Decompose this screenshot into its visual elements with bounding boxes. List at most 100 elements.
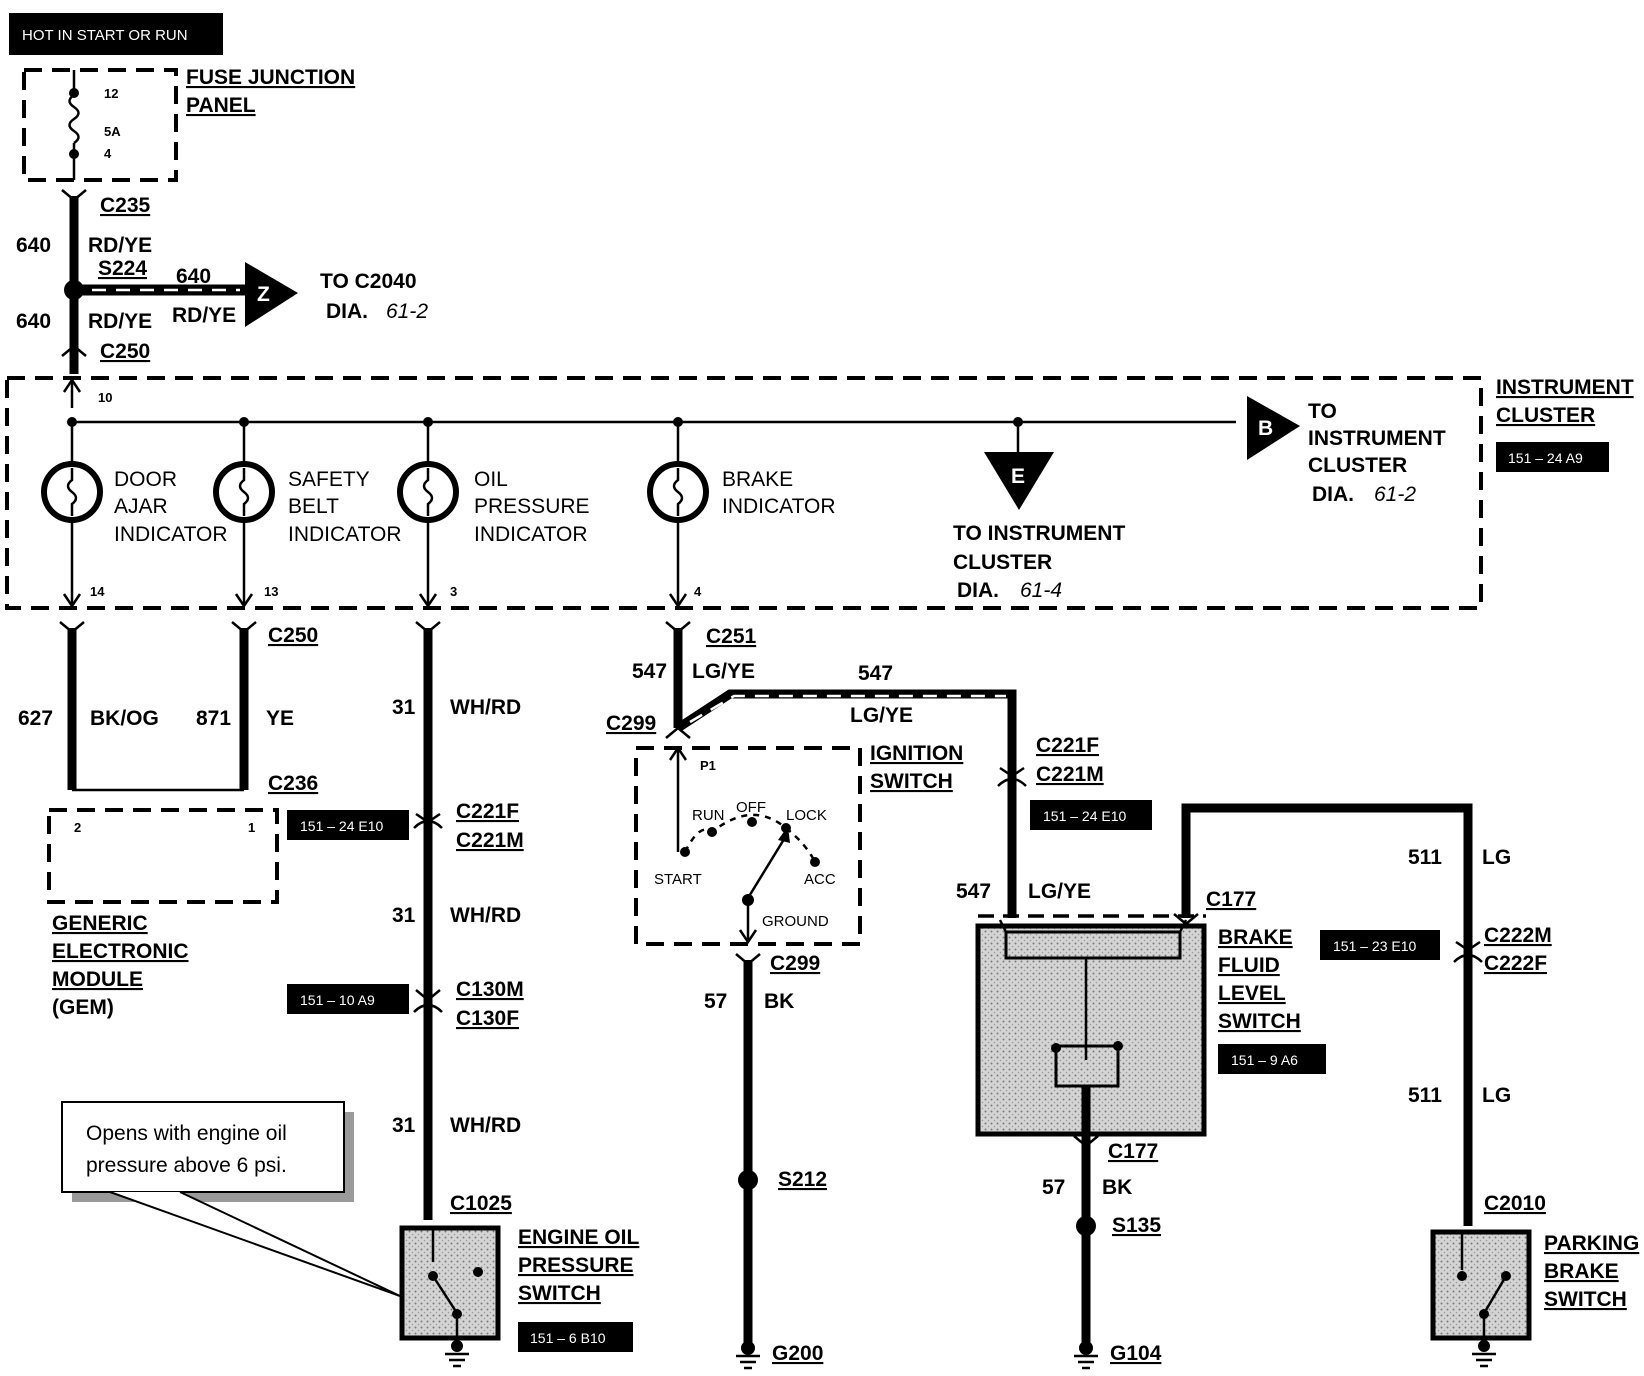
parking-circuit-511-a: 511 bbox=[1408, 846, 1442, 869]
gem-circuits: C250 627 BK/OG 871 YE C236 bbox=[18, 621, 318, 795]
oil-switch-title-3: SWITCH bbox=[518, 1282, 601, 1305]
parking-title-1: PARKING bbox=[1544, 1232, 1639, 1255]
arrow-b-label: B bbox=[1258, 417, 1273, 440]
gem-title-2: ELECTRONIC bbox=[52, 940, 189, 963]
cluster-title-2: CLUSTER bbox=[1496, 404, 1595, 427]
fluid-circuit-57: 57 bbox=[1042, 1176, 1065, 1199]
gem-title-1: GENERIC bbox=[52, 912, 148, 935]
door-ajar-l3: INDICATOR bbox=[114, 523, 228, 546]
safety-belt-l2: BELT bbox=[288, 495, 339, 518]
oil-switch-title-1: ENGINE OIL bbox=[518, 1226, 640, 1249]
ground-icon-oil bbox=[445, 1340, 469, 1368]
brake-fluid-ground-circuit: C177 57 BK S135 G104 bbox=[1042, 1135, 1162, 1370]
oil-pressure-lamp-icon bbox=[397, 461, 459, 523]
circuit-640-upper: 640 bbox=[16, 234, 51, 257]
to-b-dia: DIA. bbox=[1312, 483, 1354, 506]
oil-circuit-31-c: 31 bbox=[392, 1114, 416, 1137]
connector-c221m-brake: C221M bbox=[1036, 763, 1104, 786]
color-rdye-lower: RD/YE bbox=[88, 310, 152, 333]
parking-color-lg-a: LG bbox=[1482, 846, 1511, 869]
to-e-line1: TO INSTRUMENT bbox=[953, 522, 1125, 545]
brake-fluid-title-1: BRAKE bbox=[1218, 926, 1293, 949]
brake-indicator-circuit: C251 547 LG/YE C299 547 LG/YE bbox=[606, 621, 1017, 790]
callout-note: Opens with engine oil pressure above 6 p… bbox=[61, 1101, 401, 1297]
safety-belt-l1: SAFETY bbox=[288, 468, 370, 491]
ignition-acc: ACC bbox=[804, 871, 836, 888]
connector-c222m: C222M bbox=[1484, 924, 1552, 947]
connector-c221f-brake: C221F bbox=[1036, 734, 1099, 757]
door-ajar-lamp-icon bbox=[41, 461, 103, 523]
ignition-title-1: IGNITION bbox=[870, 742, 963, 765]
fuse-junction-panel: 12 5A 4 FUSE JUNCTION PANEL bbox=[22, 66, 355, 182]
fuse-rating: 5A bbox=[104, 124, 121, 139]
oil-switch-title-2: PRESSURE bbox=[518, 1254, 634, 1277]
connector-c221f-oil: C221F bbox=[456, 800, 519, 823]
ground-icon-parking bbox=[1472, 1340, 1496, 1368]
parking-circuit-511-b: 511 bbox=[1408, 1084, 1442, 1107]
gem-pin-1: 1 bbox=[248, 820, 255, 835]
brake-fluid-level-switch: C177 BRAKE FLUID LEVEL SWITCH 151 – 9 A6 bbox=[975, 888, 1326, 1160]
splice-s224: S224 bbox=[98, 257, 147, 280]
to-b-line2: INSTRUMENT bbox=[1308, 427, 1446, 450]
connector-c1025: C1025 bbox=[450, 1192, 512, 1215]
fuse-pin-top: 12 bbox=[104, 86, 118, 101]
oil-pressure-l2: PRESSURE bbox=[474, 495, 590, 518]
branch-circuit-640: 640 bbox=[176, 265, 211, 288]
safety-belt-lamp-icon bbox=[213, 461, 275, 523]
gem-title-3: MODULE bbox=[52, 968, 143, 991]
parking-brake-switch: PARKING BRAKE SWITCH bbox=[1430, 1229, 1639, 1368]
door-ajar-l1: DOOR bbox=[114, 468, 177, 491]
branch-color-lgye: LG/YE bbox=[850, 704, 913, 727]
oil-ref: 151 – 10 A9 bbox=[300, 992, 375, 1008]
oil-circuit-31-b: 31 bbox=[392, 904, 416, 927]
brake-lower-circuit: 547 bbox=[956, 880, 991, 903]
color-rdye-upper: RD/YE bbox=[88, 234, 152, 257]
brake-feed-ref: 151 – 24 E10 bbox=[1043, 808, 1127, 824]
ignition-lock: LOCK bbox=[786, 807, 827, 824]
brake-fluid-title-4: SWITCH bbox=[1218, 1010, 1301, 1033]
to-e-num: 61-4 bbox=[1020, 579, 1062, 602]
circuit-627: 627 bbox=[18, 707, 53, 730]
connector-c130f: C130F bbox=[456, 1007, 519, 1030]
oil-color-b: WH/RD bbox=[450, 904, 521, 927]
brake-lamp-icon bbox=[647, 461, 709, 523]
connector-c250-gem: C250 bbox=[268, 624, 318, 647]
circuit-871: 871 bbox=[196, 707, 231, 730]
engine-oil-pressure-switch: ENGINE OIL PRESSURE SWITCH 151 – 6 B10 bbox=[399, 1225, 640, 1368]
connector-c235: C235 bbox=[100, 194, 151, 217]
brake-fluid-feed: C221F C221M 151 – 24 E10 547 LG/YE bbox=[956, 734, 1152, 918]
connector-c2010: C2010 bbox=[1484, 1192, 1546, 1215]
oil-circuit: 31 WH/RD C221F C221M 31 WH/RD 151 – 10 A… bbox=[287, 621, 524, 1220]
instrument-cluster: E B INSTRUMENT CLUSTER 151 – 24 A9 TO IN… bbox=[5, 376, 1634, 610]
to-e-line2: CLUSTER bbox=[953, 551, 1052, 574]
top-feed-circuit: C235 640 RD/YE S224 640 RD/YE C250 10 bbox=[16, 189, 152, 405]
ignition-p1: P1 bbox=[700, 758, 716, 773]
brake-circuit-547: 547 bbox=[632, 660, 667, 683]
branch-dia-num: 61-2 bbox=[386, 300, 428, 323]
ground-g104: G104 bbox=[1110, 1342, 1162, 1365]
oil-circuit-31-a: 31 bbox=[392, 696, 416, 719]
brake-color-lgye: LG/YE bbox=[692, 660, 755, 683]
connector-c177-bottom: C177 bbox=[1108, 1140, 1158, 1163]
oil-color-c: WH/RD bbox=[450, 1114, 521, 1137]
pin-14: 14 bbox=[90, 584, 105, 599]
brake-ind-l1: BRAKE bbox=[722, 468, 793, 491]
connector-c222f: C222F bbox=[1484, 952, 1547, 975]
ign-circuit-57: 57 bbox=[704, 990, 727, 1013]
brake-fluid-title-3: LEVEL bbox=[1218, 982, 1286, 1005]
ignition-ground: GROUND bbox=[762, 913, 829, 930]
connector-c251: C251 bbox=[706, 625, 757, 648]
ignition-off: OFF bbox=[736, 799, 766, 816]
oil-pressure-l1: OIL bbox=[474, 468, 508, 491]
ignition-start: START bbox=[654, 871, 702, 888]
pin-13: 13 bbox=[264, 584, 278, 599]
note-line-2: pressure above 6 psi. bbox=[86, 1154, 287, 1177]
gem-ref: 151 – 24 E10 bbox=[300, 818, 384, 834]
connector-c250-top: C250 bbox=[100, 340, 150, 363]
parking-brake-circuit: 511 LG 151 – 23 E10 C222M C222F 511 LG C… bbox=[1173, 803, 1552, 1226]
splice-s212: S212 bbox=[778, 1168, 827, 1191]
connector-c221m-oil: C221M bbox=[456, 829, 524, 852]
parking-title-3: SWITCH bbox=[1544, 1288, 1627, 1311]
cluster-pin-10: 10 bbox=[98, 390, 112, 405]
